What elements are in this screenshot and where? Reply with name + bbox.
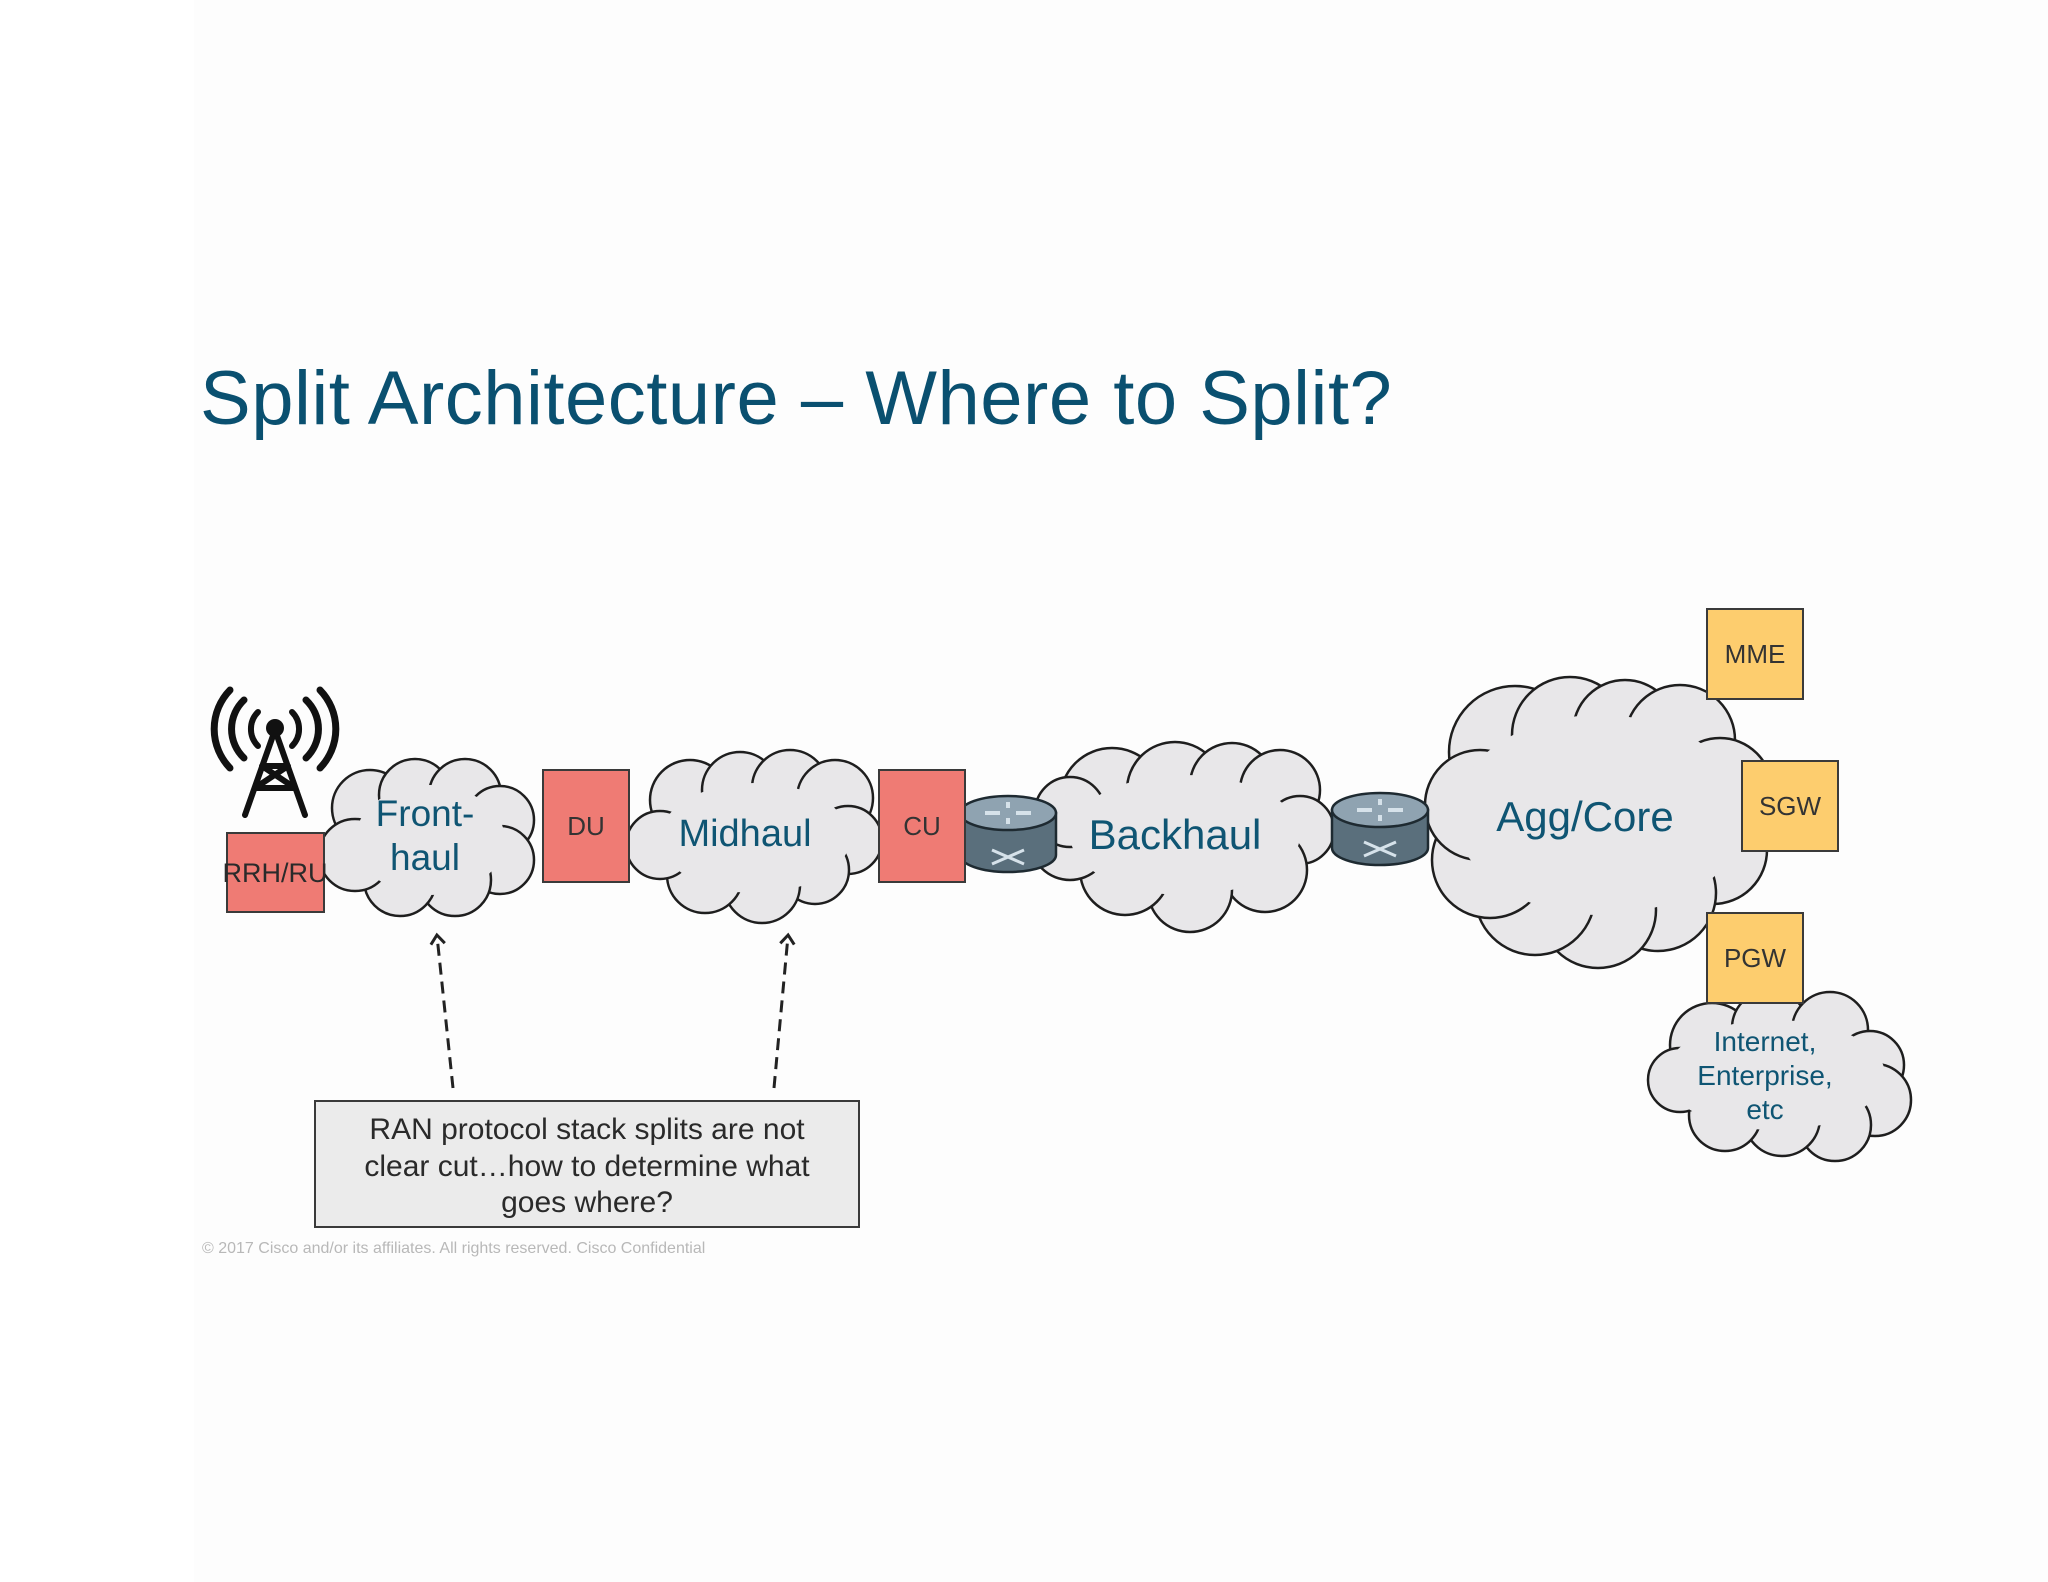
cell-tower-icon (210, 686, 340, 818)
internet-label-line3: etc (1746, 1094, 1784, 1125)
cu-label: CU (903, 811, 941, 841)
backhaul-cloud (1028, 740, 1336, 934)
internet-cloud (1646, 988, 1913, 1163)
cu-box (878, 769, 966, 883)
midhaul-cloud (624, 748, 884, 925)
note-line2: clear cut…how to determine what (364, 1149, 810, 1183)
sgw-label: SGW (1758, 791, 1822, 821)
mme-label: MME (1724, 639, 1786, 669)
pgw-label: PGW (1723, 943, 1787, 973)
fronthaul-arrow (429, 932, 455, 1089)
du-box (542, 769, 630, 883)
fronthaul-label-line1: Front- (375, 793, 475, 834)
midhaul-arrow (772, 932, 796, 1089)
internet-label-line2: Enterprise, (1697, 1060, 1833, 1091)
internet-label: Internet, Enterprise, etc (1680, 1025, 1850, 1127)
internet-label-line1: Internet, (1713, 1026, 1817, 1057)
backhaul-label: Backhaul (1088, 811, 1262, 858)
note-line1: RAN protocol stack splits are not (369, 1113, 805, 1146)
rrh-ru-box (226, 832, 325, 913)
aggcore-cloud (1423, 675, 1774, 970)
fronthaul-label: Front- haul (355, 792, 495, 880)
fronthaul-label-line2: haul (390, 837, 460, 878)
router-icon (958, 794, 1058, 874)
sgw-box (1741, 760, 1839, 852)
rrh-ru-label: RRH/RU (222, 858, 328, 888)
aggcore-label: Agg/Core (1496, 793, 1674, 840)
midhaul-label: Midhaul (678, 813, 812, 855)
du-label: DU (567, 811, 605, 841)
note-line3: goes where? (501, 1186, 673, 1220)
page-title: Split Architecture – Where to Split? (200, 356, 1393, 441)
router-icon (1330, 791, 1430, 867)
mme-box (1706, 608, 1804, 700)
copyright-footer: © 2017 Cisco and/or its affiliates. All … (202, 1240, 706, 1257)
fronthaul-cloud (317, 757, 536, 918)
split-question-note: RAN protocol stack splits are not clear … (314, 1100, 860, 1228)
pgw-box (1706, 912, 1804, 1004)
